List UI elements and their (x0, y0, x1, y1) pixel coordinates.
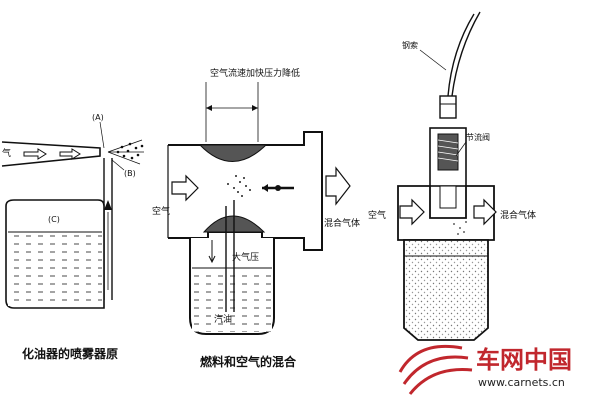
jet-tube (225, 200, 235, 312)
figure-throttle: 钢索 节流阀 空气 混合气体 (368, 11, 536, 341)
cable-leader (419, 49, 447, 71)
throttle-label: 节流阀 (466, 132, 490, 142)
fuel-spray-3 (453, 221, 467, 235)
air-in-arrow (171, 174, 199, 202)
spray-cone (107, 139, 144, 165)
venturi-label: 空气流速加快压力降低 (210, 67, 300, 79)
air-arrow-2 (59, 148, 81, 160)
atm-arrow (208, 240, 216, 264)
bowl-fuel (192, 268, 272, 332)
watermark: 车网中国 www.carnets.cn (398, 344, 572, 395)
throttle-slide (439, 185, 457, 209)
label-c: (C) (48, 215, 60, 224)
fig1-caption: 化油器的喷雾器原 (22, 346, 118, 361)
throttle-arrow (262, 184, 268, 192)
cable (447, 13, 475, 97)
fuel-spray (227, 175, 251, 197)
watermark-url: www.carnets.cn (478, 376, 565, 389)
cable-label: 钢索 (402, 40, 418, 50)
fuel-liquid (8, 232, 102, 306)
mix-out-label: 混合气体 (324, 217, 360, 229)
float-bowl-3 (403, 239, 489, 341)
mix-out-arrow-3 (473, 198, 497, 226)
label-a: (A) (92, 113, 104, 122)
watermark-logo (398, 344, 473, 395)
mix-out-arrow (325, 166, 351, 206)
air-label: 气 (2, 147, 11, 159)
piston-spring (437, 133, 459, 171)
label-b-leader (111, 159, 125, 171)
throttle-leader (455, 141, 467, 157)
mixing-pipe (168, 131, 323, 251)
label-b: (B) (124, 169, 136, 178)
fuel-label: 汽油 (214, 313, 232, 325)
fig2-caption: 燃料和空气的混合 (200, 354, 297, 369)
fuel-pipe-up-arrow (104, 200, 112, 210)
air-in-arrow-3 (399, 198, 425, 226)
cable-connector (439, 95, 457, 119)
spring-coils (437, 139, 459, 162)
air-in-label: 空气 (152, 205, 170, 217)
cable-2 (451, 11, 481, 97)
air-arrow-1 (23, 148, 47, 160)
throttle-pivot (275, 185, 281, 191)
air-tube (1, 141, 101, 167)
figure-mixing: 空气流速加快压力降低 空气 混合气体 大 (152, 67, 360, 369)
atm-label: 大气压 (232, 251, 259, 263)
watermark-name: 车网中国 (476, 346, 572, 374)
air-in-label-3: 空气 (368, 209, 386, 221)
venturi-top (198, 144, 268, 162)
figure-atomizer: 气 (A) (B) (C) 化油器的喷雾器原 (1, 113, 144, 361)
dim-arrowheads (206, 105, 258, 111)
label-a-leader (99, 121, 105, 149)
mix-out-label-3: 混合气体 (500, 209, 536, 221)
